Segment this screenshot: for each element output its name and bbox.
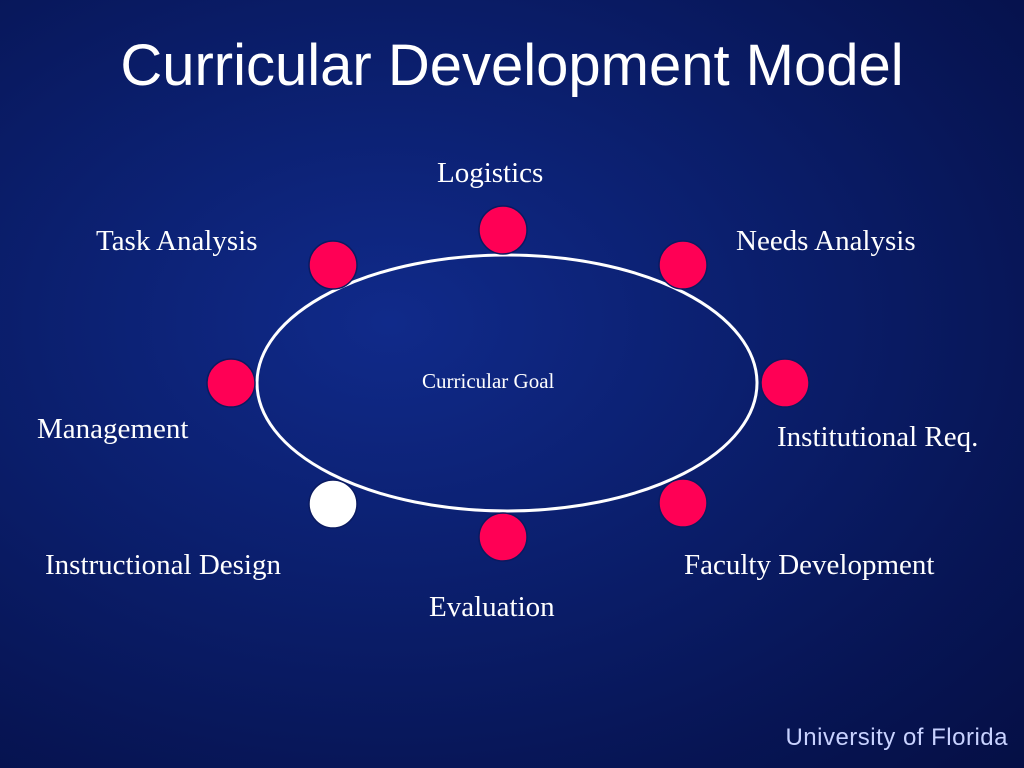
node-label-logistics: Logistics <box>437 157 544 189</box>
node-label-management: Management <box>37 413 189 445</box>
node-label-task-analysis: Task Analysis <box>96 225 258 257</box>
node-label-institutional-req: Institutional Req. <box>777 421 979 453</box>
footer-university: University of Florida <box>785 724 1008 751</box>
slide-title: Curricular Development Model <box>120 33 904 98</box>
node-label-needs-analysis: Needs Analysis <box>736 225 916 257</box>
node-evaluation <box>478 512 528 562</box>
center-label: Curricular Goal <box>422 369 555 393</box>
node-faculty-development <box>658 478 708 528</box>
node-needs-analysis <box>658 240 708 290</box>
node-institutional-req <box>760 358 810 408</box>
goal-ring <box>255 253 759 513</box>
node-instructional-design <box>308 479 358 529</box>
node-label-faculty-development: Faculty Development <box>684 549 935 581</box>
node-management <box>206 358 256 408</box>
node-label-evaluation: Evaluation <box>429 591 555 623</box>
node-task-analysis <box>308 240 358 290</box>
node-logistics <box>478 205 528 255</box>
node-label-instructional-design: Instructional Design <box>45 549 281 581</box>
